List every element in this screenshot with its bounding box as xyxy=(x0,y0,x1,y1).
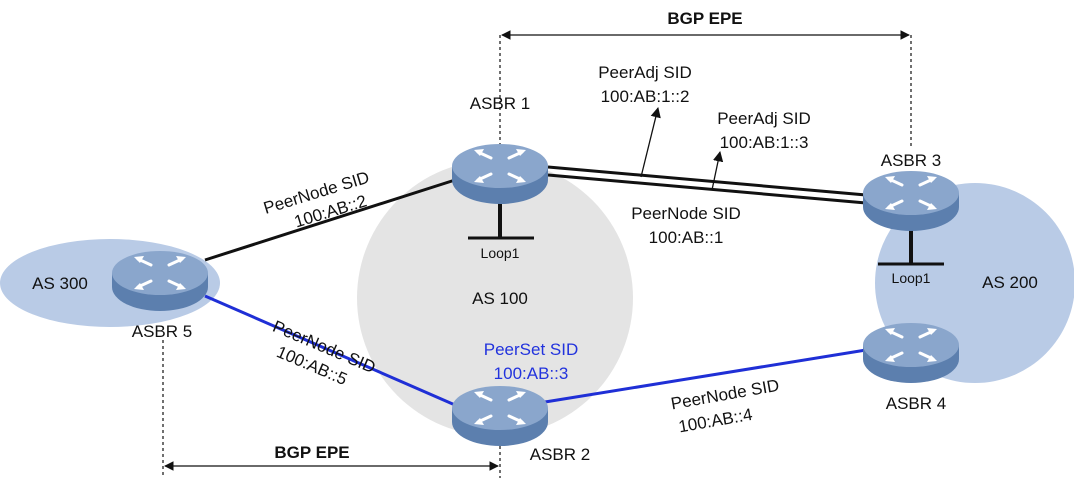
asbr2-router[interactable] xyxy=(450,384,550,448)
asbr5-label: ASBR 5 xyxy=(132,322,192,341)
as300-label: AS 300 xyxy=(32,274,88,293)
asbr2-label: ASBR 2 xyxy=(530,445,590,464)
link-asbr5-asbr2 xyxy=(204,294,456,407)
loop1-asbr3-label: Loop1 xyxy=(892,270,931,286)
link-asbr1-asbr3-b xyxy=(547,173,867,205)
bgp-epe-top-bracket xyxy=(499,30,912,147)
peernode-asbr2-asbr4-title: PeerNode SID xyxy=(669,376,780,414)
asbr1-router[interactable] xyxy=(450,142,550,206)
peerset-title: PeerSet SID xyxy=(484,340,579,359)
asbr3-label: ASBR 3 xyxy=(881,151,941,170)
loop1-asbr1-label: Loop1 xyxy=(481,245,520,261)
router-icon xyxy=(450,384,550,448)
peeradj-b-title: PeerAdj SID xyxy=(717,109,811,128)
peeradj-b-arrow xyxy=(711,150,724,191)
as100-region xyxy=(357,160,633,436)
asbr3-router[interactable] xyxy=(861,169,961,233)
peeradj-a-value: 100:AB:1::2 xyxy=(601,87,690,106)
as100-label: AS 100 xyxy=(472,289,528,308)
as200-label: AS 200 xyxy=(982,273,1038,292)
peernode-asbr1-asbr3-value: 100:AB::1 xyxy=(649,228,724,247)
router-icon xyxy=(450,142,550,206)
bgp-epe-top-label: BGP EPE xyxy=(667,9,742,28)
router-icon xyxy=(861,169,961,233)
router-icon xyxy=(861,321,961,385)
asbr5-router[interactable] xyxy=(110,249,210,313)
peernode-asbr1-asbr3-title: PeerNode SID xyxy=(631,204,741,223)
bgp-epe-bottom-bracket xyxy=(162,340,501,478)
asbr4-router[interactable] xyxy=(861,321,961,385)
link-asbr5-asbr1 xyxy=(204,178,456,262)
peeradj-b-value: 100:AB:1::3 xyxy=(720,133,809,152)
asbr4-label: ASBR 4 xyxy=(886,394,946,413)
peeradj-a-title: PeerAdj SID xyxy=(598,63,692,82)
peeradj-a-arrow xyxy=(640,106,661,178)
link-asbr2-asbr4 xyxy=(544,348,867,404)
link-asbr1-asbr3-a xyxy=(547,165,867,197)
asbr1-label: ASBR 1 xyxy=(470,94,530,113)
router-icon xyxy=(110,249,210,313)
peerset-value: 100:AB::3 xyxy=(494,364,569,383)
bgp-epe-bottom-label: BGP EPE xyxy=(274,443,349,462)
